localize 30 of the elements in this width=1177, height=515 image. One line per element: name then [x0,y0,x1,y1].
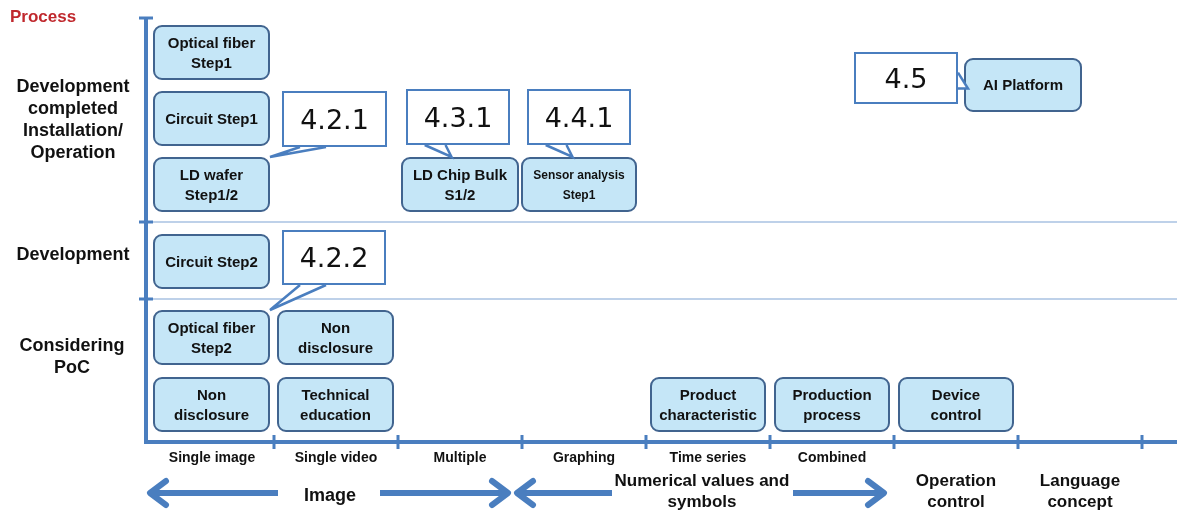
topic-box: Device control [898,377,1014,432]
topic-box: Non disclosure [277,310,394,365]
topic-box: Circuit Step1 [153,91,270,146]
topic-box: Sensor analysis Step1 [521,157,637,212]
callout-pointer [268,145,328,159]
column-label: Combined [796,448,868,466]
column-label: Multiple [432,448,488,466]
callout-pointer [423,143,455,160]
topic-box: LD Chip Bulk S1/2 [401,157,519,212]
column-label: Single image [167,448,257,466]
column-label: Time series [668,448,748,466]
topic-box: AI Platform [964,58,1082,112]
topic-box: LD wafer Step1/2 [153,157,270,212]
column-label: Graphing [551,448,617,466]
row-label: Considering PoC [18,334,126,378]
column-label: Single video [293,448,379,466]
row-label: Development [15,243,131,265]
topic-box: Product characteristic [650,377,766,432]
topic-box: Circuit Step2 [153,234,270,289]
topic-box: Optical fiber Step1 [153,25,270,80]
row-label: Development completed Installation/ Operation [15,75,131,163]
topic-box: Optical fiber Step2 [153,310,270,365]
axis-title: Process [10,6,78,27]
callout-pointer [956,71,971,90]
topic-box: Technical education [277,377,394,432]
topic-box: Production process [774,377,890,432]
topic-box: Non disclosure [153,377,270,432]
callout-pointer [268,283,328,312]
callout-pointer [544,143,576,160]
callout-box: 4.5 [854,52,958,104]
